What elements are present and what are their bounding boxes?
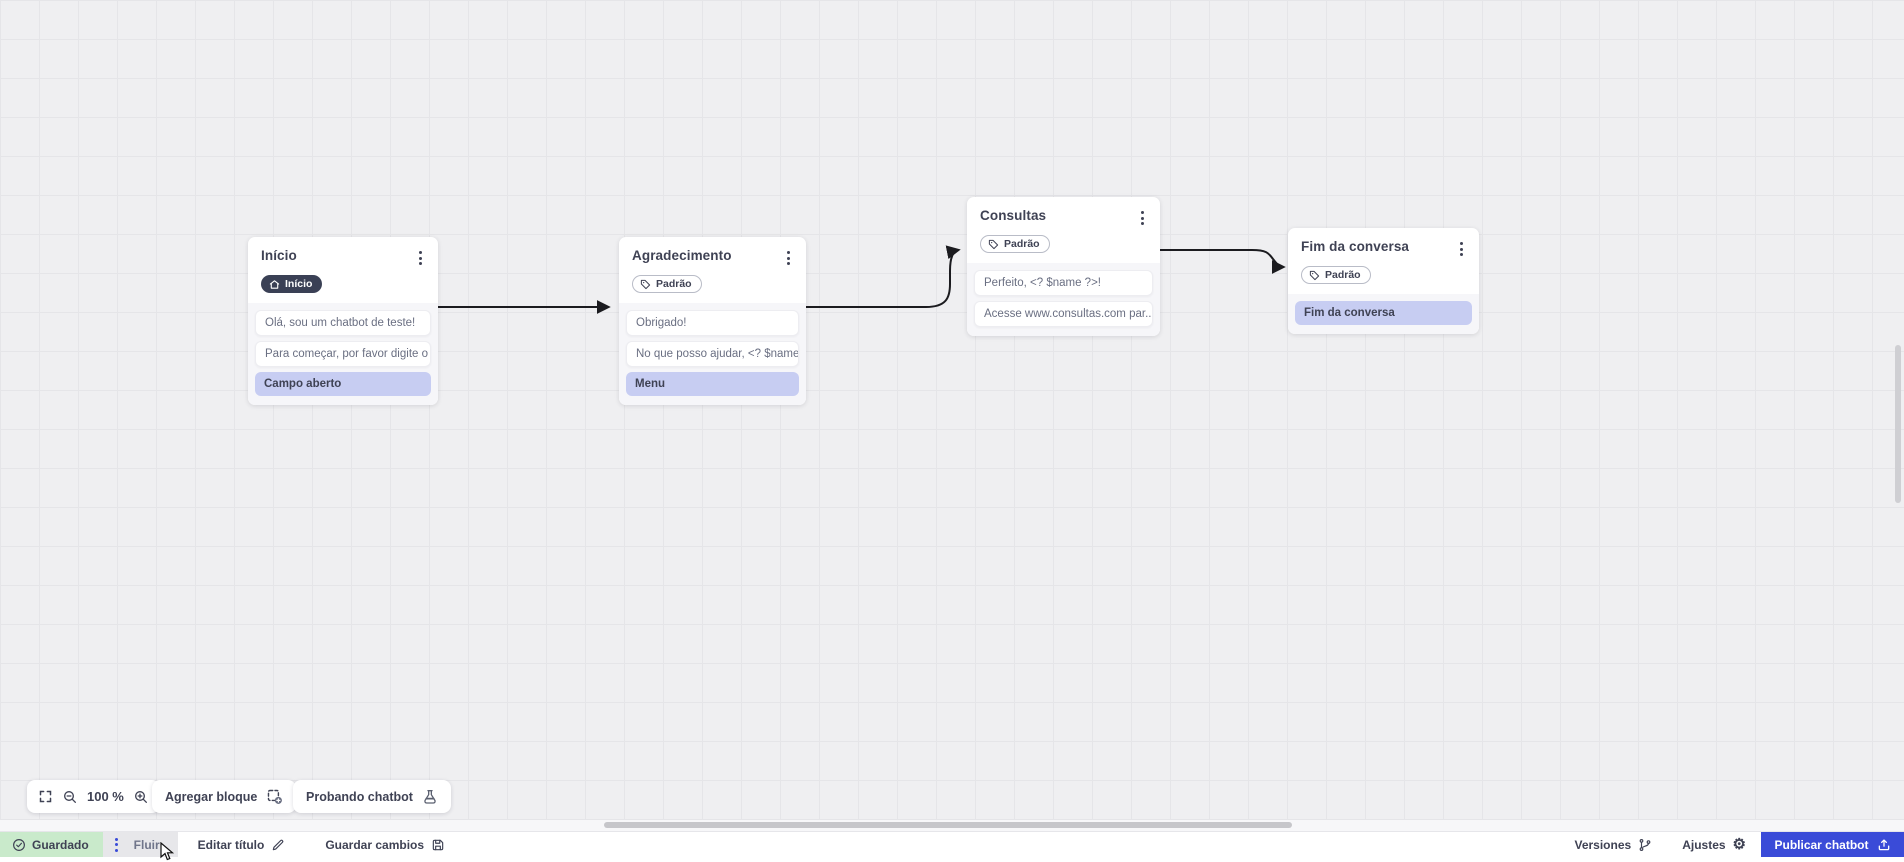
branch-icon bbox=[1638, 838, 1652, 852]
gear-icon: ⚙ bbox=[1733, 837, 1746, 852]
home-icon bbox=[269, 279, 280, 290]
kebab-menu-icon[interactable] bbox=[782, 248, 795, 268]
wire-agradecimento-consultas bbox=[806, 250, 958, 307]
action-card-open-field[interactable]: Campo aberto bbox=[255, 372, 431, 396]
edit-title-button[interactable]: Editar título bbox=[198, 832, 286, 857]
tag-icon bbox=[640, 279, 651, 290]
node-badge: Início bbox=[261, 275, 322, 293]
upload-icon bbox=[1877, 838, 1891, 852]
kebab-menu-icon[interactable] bbox=[414, 248, 427, 268]
save-icon bbox=[431, 838, 445, 852]
zoom-in-icon[interactable] bbox=[133, 789, 149, 805]
kebab-menu-icon[interactable] bbox=[1455, 239, 1468, 259]
flask-icon bbox=[422, 789, 438, 805]
node-badge: Padrão bbox=[632, 275, 702, 293]
saved-status-badge: Guardado bbox=[0, 832, 103, 857]
fullscreen-icon[interactable] bbox=[38, 789, 53, 804]
message-card[interactable]: Obrigado! bbox=[626, 310, 799, 336]
tag-icon bbox=[988, 239, 999, 250]
wire-consultas-fim bbox=[1160, 250, 1283, 267]
zoom-out-icon[interactable] bbox=[62, 789, 78, 805]
node-title: Agradecimento bbox=[632, 248, 732, 263]
test-chatbot-button[interactable]: Probando chatbot bbox=[293, 780, 451, 813]
node-badge: Padrão bbox=[1301, 266, 1371, 284]
node-badge: Padrão bbox=[980, 235, 1050, 253]
message-card[interactable]: Perfeito, <? $name ?>! bbox=[974, 270, 1153, 296]
save-changes-button[interactable]: Guardar cambios bbox=[325, 832, 445, 857]
versions-button[interactable]: Versiones bbox=[1559, 832, 1667, 857]
horizontal-scrollbar-track bbox=[0, 820, 1904, 831]
message-card[interactable]: Olá, sou um chatbot de teste! bbox=[255, 310, 431, 336]
flow-node-inicio[interactable]: Início Início Olá, sou um chatbot de tes… bbox=[248, 237, 438, 405]
zoom-panel: 100 % bbox=[27, 780, 160, 813]
flow-node-agradecimento[interactable]: Agradecimento Padrão Obrigado! No que po… bbox=[619, 237, 806, 405]
check-circle-icon bbox=[12, 838, 26, 852]
pencil-icon bbox=[271, 838, 285, 852]
bottom-toolbar: Guardado Fluir Editar título Guardar cam… bbox=[0, 831, 1904, 857]
flow-node-consultas[interactable]: Consultas Padrão Perfeito, <? $name ?>! … bbox=[967, 197, 1160, 336]
action-card-menu[interactable]: Menu bbox=[626, 372, 799, 396]
settings-button[interactable]: Ajustes ⚙ bbox=[1667, 832, 1761, 857]
flow-node-fim-da-conversa[interactable]: Fim da conversa Padrão Fim da conversa bbox=[1288, 228, 1479, 334]
zoom-level: 100 % bbox=[87, 789, 124, 804]
message-card[interactable]: Acesse www.consultas.com par... bbox=[974, 301, 1153, 327]
node-title: Fim da conversa bbox=[1301, 239, 1409, 254]
message-card[interactable]: Para começar, por favor digite o ... bbox=[255, 341, 431, 367]
tag-icon bbox=[1309, 270, 1320, 281]
flow-tab-label[interactable]: Fluir bbox=[134, 838, 160, 852]
message-card[interactable]: No que posso ajudar, <? $name ... bbox=[626, 341, 799, 367]
drag-handle-icon[interactable] bbox=[115, 838, 118, 852]
vertical-scrollbar[interactable] bbox=[1895, 345, 1901, 503]
add-block-icon bbox=[266, 788, 283, 805]
node-title: Início bbox=[261, 248, 297, 263]
node-title: Consultas bbox=[980, 208, 1046, 223]
publish-chatbot-button[interactable]: Publicar chatbot bbox=[1761, 832, 1904, 857]
kebab-menu-icon[interactable] bbox=[1136, 208, 1149, 228]
flow-tab[interactable]: Fluir bbox=[103, 832, 178, 857]
add-block-button[interactable]: Agregar bloque bbox=[152, 780, 296, 813]
horizontal-scrollbar[interactable] bbox=[604, 822, 1292, 828]
action-card-end-conversation[interactable]: Fim da conversa bbox=[1295, 301, 1472, 325]
